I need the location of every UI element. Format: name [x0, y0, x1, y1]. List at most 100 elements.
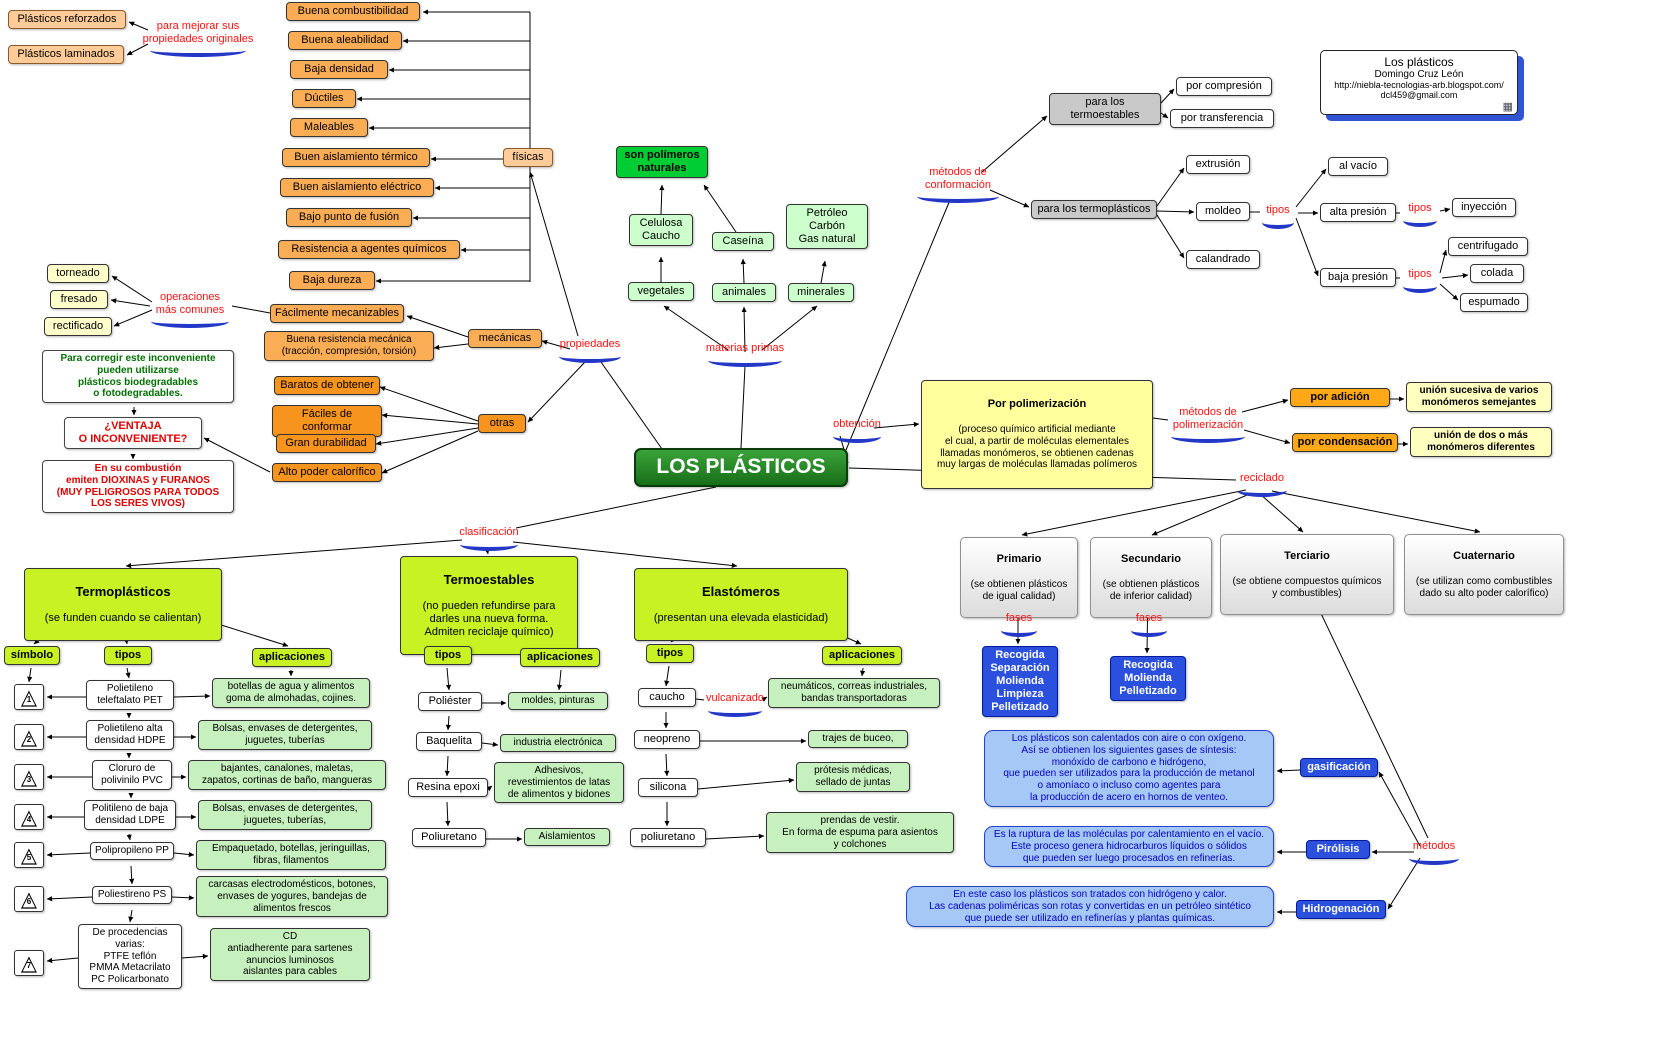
app-pp: Empaquetado, botellas, jeringuillas, fib…	[196, 840, 386, 870]
link-metodos-polimerizacion: métodos de polimerización	[1160, 406, 1256, 444]
node-poliuretano-te: Poliuretano	[412, 828, 486, 847]
node-fisicas: físicas	[503, 148, 553, 167]
recycle-number: 4	[26, 815, 32, 824]
node-reciclado-terciario: Terciario (se obtiene compuestos químico…	[1220, 534, 1394, 616]
header-elast-aplicaciones: aplicaciones	[822, 646, 902, 665]
node-union-dos-mas: unión de dos o más monómeros diferentes	[1410, 427, 1552, 457]
recycle-number: 5	[26, 853, 32, 862]
termoplasticos-title: Termoplásticos	[75, 583, 171, 599]
attachment-icon: ▦	[1502, 101, 1513, 113]
app-poliuretano-te: Aislamientos	[524, 828, 610, 846]
link-arc	[460, 538, 518, 551]
header-termoe-tipos: tipos	[424, 646, 472, 665]
link-arc	[917, 190, 999, 204]
node-colada: colada	[1470, 264, 1524, 283]
recycling-symbol-3: △3	[14, 764, 44, 790]
primario-body: (se obtienen plásticos de igual calidad)	[970, 578, 1068, 602]
node-fases-primario: Recogida Separación Molienda Limpieza Pe…	[982, 646, 1058, 717]
infobox-title: Los plásticos	[1384, 55, 1454, 69]
note-ventaja-inconveniente: ¿VENTAJA O INCONVENIENTE?	[64, 417, 202, 449]
link-text: operaciones más comunes	[155, 291, 225, 316]
terciario-title: Terciario	[1284, 549, 1330, 562]
link-text: obtención	[833, 418, 881, 430]
link-tipos-alta-presion: tipos	[1398, 202, 1442, 227]
terciario-body: (se obtiene compuestos químicos y combus…	[1232, 575, 1382, 599]
author-infobox: Los plásticos Domingo Cruz León http://n…	[1320, 50, 1518, 115]
node-hidrogenacion: Hidrogenación	[1296, 900, 1386, 919]
link-text: fases	[1135, 612, 1163, 624]
recycle-number: 3	[26, 775, 32, 784]
note-gasificacion: Los plásticos son calentados con aire o …	[984, 730, 1274, 807]
node-son-polimeros-naturales: son polímeros naturales	[616, 146, 708, 178]
app-silicona: prótesis médicas, sellado de juntas	[796, 762, 910, 792]
header-elast-tipos: tipos	[646, 644, 694, 663]
recycle-number: 6	[26, 897, 32, 906]
termoplasticos-sub: (se funden cuando se calientan)	[44, 612, 202, 625]
polimerizacion-title: Por polimerización	[987, 397, 1087, 410]
node-para-termoestables: para los termoestables	[1049, 93, 1161, 125]
cuaternario-body: (se utilizan como combustibles dado su a…	[1415, 575, 1553, 599]
node-elastomeros: Elastómeros (presentan una elevada elast…	[634, 568, 848, 642]
node-fresado: fresado	[50, 290, 108, 309]
app-pvc: bajantes, canalones, maletas, zapatos, c…	[188, 760, 386, 790]
node-centrifugado: centrifugado	[1448, 237, 1528, 256]
node-neopreno: neopreno	[634, 730, 700, 749]
node-alto-poder-calorifico: Alto poder calorífico	[272, 463, 382, 482]
node-minerales: minerales	[788, 283, 854, 302]
link-text: tipos	[1266, 204, 1290, 216]
node-pirolisis: Pirólisis	[1306, 840, 1370, 859]
app-hdpe: Bolsas, envases de detergentes, juguetes…	[198, 720, 372, 750]
node-otras: otras	[478, 414, 526, 433]
link-fases-secundario: fases	[1126, 612, 1172, 637]
recycle-triangle-icon: △	[20, 952, 38, 975]
app-caucho: neumáticos, correas industriales, bandas…	[768, 678, 940, 708]
app-varios: CD antiadherente para sartenes anuncios …	[210, 928, 370, 982]
link-arc	[1402, 280, 1438, 293]
recycling-symbol-5: △5	[14, 842, 44, 868]
node-plasticos-laminados: Plásticos laminados	[8, 45, 124, 64]
node-poliuretano-el: poliuretano	[630, 828, 706, 847]
link-text: reciclado	[1239, 472, 1285, 484]
link-arc	[1409, 852, 1459, 865]
node-mecanicas: mecánicas	[468, 329, 542, 348]
link-arc	[149, 44, 247, 58]
app-ps: carcasas electrodomésticos, botones, env…	[196, 876, 388, 918]
recycle-triangle-icon: △	[20, 888, 38, 911]
node-baja-densidad: Baja densidad	[290, 60, 388, 79]
link-arc	[1262, 216, 1294, 229]
link-text: tipos	[1408, 268, 1432, 280]
link-text: clasificación	[459, 526, 519, 538]
node-buena-combustibilidad: Buena combustibilidad	[286, 2, 420, 21]
app-resina-epoxi: Adhesivos, revestimientos de latas de al…	[494, 762, 624, 804]
infobox-url: http://niebla-tecnologias-arb.blogspot.c…	[1334, 80, 1504, 90]
node-maleables: Maleables	[290, 118, 368, 137]
elastomeros-title: Elastómeros	[701, 583, 781, 599]
header-termop-tipos: tipos	[104, 646, 152, 665]
node-buen-aislamiento-electrico: Buen aislamiento eléctrico	[280, 178, 434, 197]
node-union-sucesiva: unión sucesiva de varios monómeros semej…	[1406, 382, 1552, 412]
node-baratos-de-obtener: Baratos de obtener	[274, 376, 380, 395]
recycling-symbol-7: △7	[14, 950, 44, 976]
node-petroleo-carbon-gas: Petróleo Carbón Gas natural	[786, 204, 868, 249]
node-ductiles: Dúctiles	[292, 89, 356, 108]
node-facilmente-mecanizables: Fácilmente mecanizables	[270, 304, 404, 323]
node-reciclado-primario: Primario (se obtienen plásticos de igual…	[960, 537, 1078, 619]
node-animales: animales	[712, 283, 776, 302]
link-arc	[707, 704, 763, 717]
node-por-polimerizacion: Por polimerización (proceso químico arti…	[921, 380, 1153, 490]
node-inyeccion: inyección	[1452, 198, 1516, 217]
recycling-symbol-4: △4	[14, 804, 44, 830]
node-buena-aleabilidad: Buena aleabilidad	[288, 31, 402, 50]
node-buena-resistencia-mecanica: Buena resistencia mecánica (tracción, co…	[264, 331, 434, 361]
node-pp: Polipropileno PP	[90, 842, 174, 860]
secundario-title: Secundario	[1121, 552, 1181, 565]
node-por-condensacion: por condensación	[1292, 433, 1398, 452]
node-silicona: silicona	[638, 778, 698, 797]
link-tipos-moldeo: tipos	[1258, 204, 1298, 229]
link-metodos-conformacion: métodos de conformación	[906, 166, 1010, 204]
link-text: fases	[1005, 612, 1033, 624]
termoestables-title: Termoestables	[443, 571, 535, 587]
link-text: métodos de conformación	[924, 166, 992, 191]
link-vulcanizado: vulcanizado	[700, 692, 770, 717]
link-fases-primario: fases	[996, 612, 1042, 637]
